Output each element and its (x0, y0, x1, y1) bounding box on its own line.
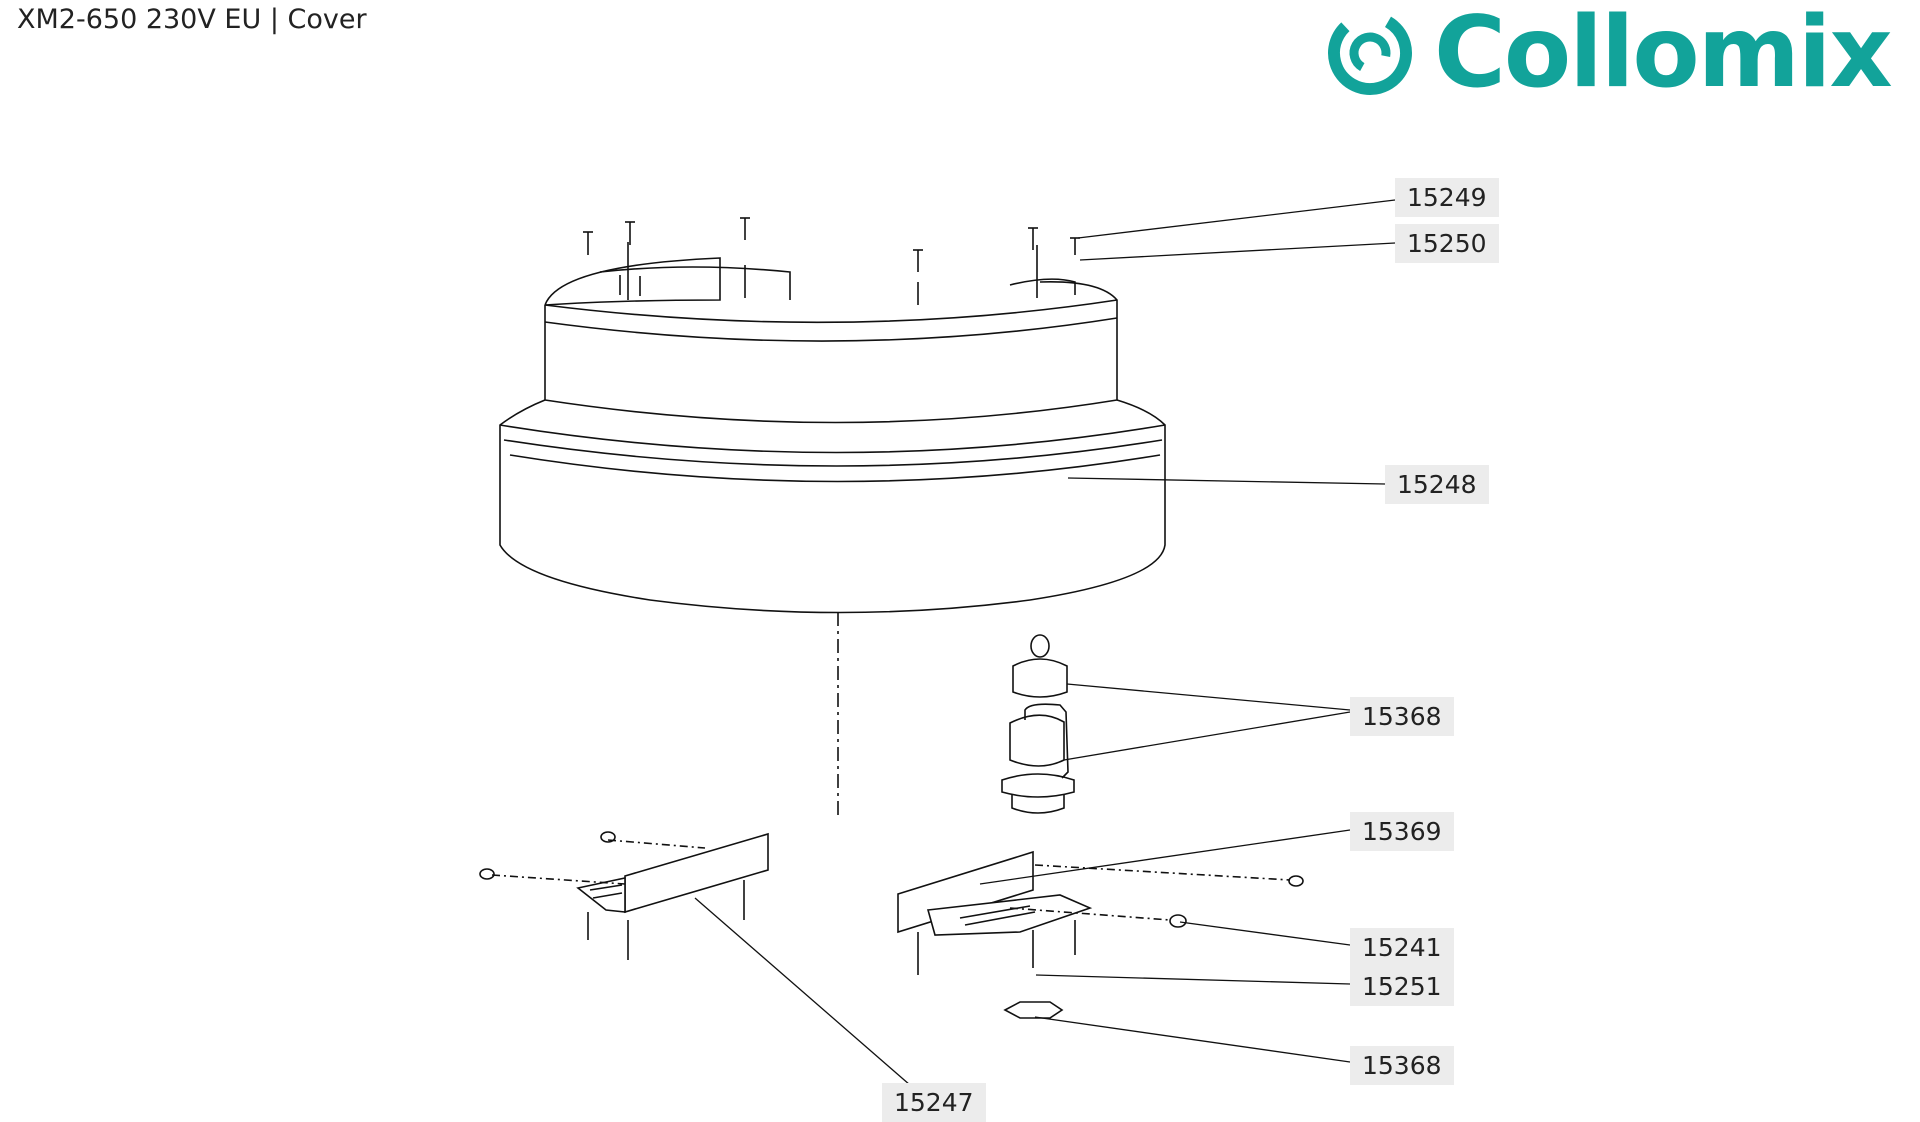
callout-15249: 15249 (1395, 178, 1499, 217)
right-bracket (897, 850, 1304, 1019)
left-bracket (479, 831, 769, 960)
top-screws (583, 217, 1080, 305)
callout-15368-nut: 15368 (1350, 1046, 1454, 1085)
callout-15251: 15251 (1350, 967, 1454, 1006)
page-title: XM2-650 230V EU | Cover (17, 4, 367, 35)
collomix-swirl-icon (1328, 11, 1412, 95)
leader-lines (694, 199, 1396, 1086)
callout-15247: 15247 (882, 1083, 986, 1122)
callout-15369: 15369 (1350, 812, 1454, 851)
logo-wordmark: Collomix (1434, 0, 1893, 110)
callout-15250: 15250 (1395, 224, 1499, 263)
callout-15241: 15241 (1350, 928, 1454, 967)
cover-housing (499, 257, 1166, 614)
cap-and-bushing (1001, 634, 1075, 814)
callout-15368-cap: 15368 (1350, 697, 1454, 736)
callout-15248: 15248 (1385, 465, 1489, 504)
collomix-logo: Collomix (1310, 0, 1910, 110)
